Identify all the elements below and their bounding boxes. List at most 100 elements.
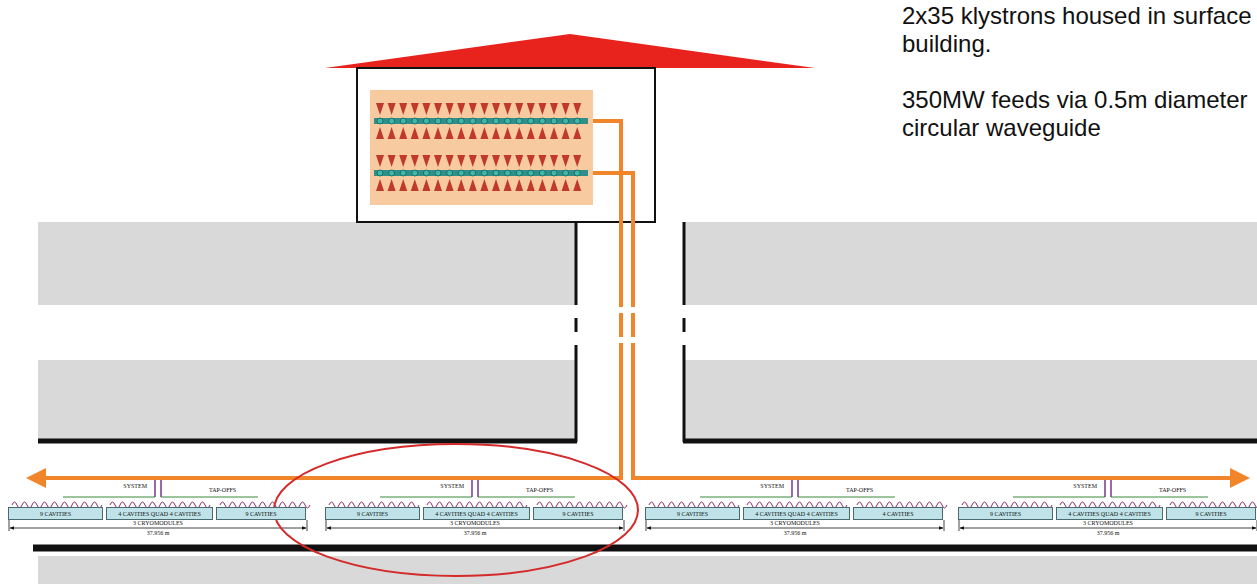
klystron-symbol: [469, 155, 477, 167]
klystron-symbol: [515, 127, 523, 139]
tapoffs-label: TAP-OFFS: [845, 487, 874, 493]
cavity-label: 4 CAVITIES QUAD 4 CAVITIES: [435, 511, 517, 517]
klystron-symbol: [447, 118, 453, 124]
klystron-symbol: [457, 127, 465, 139]
klystron-symbol: [412, 170, 418, 176]
klystron-symbol: [539, 118, 545, 124]
klystron-symbol: [446, 103, 454, 115]
klystron-symbol: [412, 118, 418, 124]
cryomodule-label: 3 CRYOMODULES: [449, 520, 501, 526]
system-tap: [792, 480, 798, 497]
dimension-tick: [959, 520, 960, 531]
dimension-label: 37.956 m: [783, 530, 808, 536]
klystron-symbol: [480, 179, 488, 191]
klystron-symbol: [492, 103, 500, 115]
klystron-symbol: [376, 127, 384, 139]
cryomodule-label: 3 CRYOMODULES: [132, 520, 184, 526]
klystron-symbol: [528, 170, 534, 176]
shaft-wall: [576, 222, 684, 442]
dimension-label: 37.956 m: [1096, 530, 1121, 536]
distribution-line: [380, 497, 575, 498]
ground-layer: [685, 222, 1257, 305]
klystron-symbol: [527, 127, 535, 139]
klystron-symbol: [480, 127, 488, 139]
cavity-box: 9 CAVITIES: [958, 507, 1053, 520]
klystron-symbol: [434, 103, 442, 115]
klystron-symbol: [446, 179, 454, 191]
cavity-label: 4 CAVITIES QUAD 4 CAVITIES: [118, 511, 200, 517]
dimension-line: [327, 528, 623, 529]
ground-layer: [38, 360, 575, 440]
cavity-box: 9 CAVITIES: [216, 507, 306, 520]
klystron-manifold: [374, 118, 588, 124]
klystron-symbol: [481, 118, 487, 124]
klystron-symbol: [538, 179, 546, 191]
cavity-box: 9 CAVITIES: [1166, 507, 1256, 520]
cavity-box: 9 CAVITIES: [8, 507, 103, 520]
klystron-symbol: [539, 170, 545, 176]
klystron-symbol: [492, 179, 500, 191]
klystron-symbol: [446, 127, 454, 139]
klystron-symbol: [492, 155, 500, 167]
klystron-rows: [374, 103, 588, 191]
klystron-symbol: [538, 127, 546, 139]
klystron-symbol: [550, 155, 558, 167]
tapoffs-label: TAP-OFFS: [208, 487, 237, 493]
klystron-symbol: [411, 179, 419, 191]
waveguide: [30, 121, 1246, 478]
klystron-symbol: [504, 179, 512, 191]
ground-layer: [38, 556, 1257, 584]
dimension-tick: [307, 520, 308, 531]
klystron-symbol: [435, 170, 441, 176]
note-text: 2x35 klystrons housed in surface buildin…: [902, 2, 1252, 58]
klystron-symbol: [423, 118, 429, 124]
distribution-line: [1013, 497, 1208, 498]
klystron-symbol: [562, 179, 570, 191]
klystron-symbol: [457, 179, 465, 191]
klystron-symbol: [470, 170, 476, 176]
klystron-symbol: [399, 127, 407, 139]
cavity-label: 9 CAVITIES: [40, 511, 71, 517]
klystron-symbol: [447, 170, 453, 176]
surface-building: [357, 68, 655, 222]
klystron-symbol: [446, 155, 454, 167]
klystron-symbol: [389, 170, 395, 176]
klystron-symbol: [411, 155, 419, 167]
klystron-symbol: [376, 103, 384, 115]
klystron-symbol: [493, 118, 499, 124]
klystron-symbol: [516, 118, 522, 124]
klystron-symbol: [551, 170, 557, 176]
klystron-symbol: [481, 170, 487, 176]
klystron-symbol: [528, 118, 534, 124]
cavity-label: 9 CAVITIES: [990, 511, 1021, 517]
dimension-line: [960, 528, 1256, 529]
cavity-label: 4 CAVITIES QUAD 4 CAVITIES: [1068, 511, 1150, 517]
klystron-symbol: [480, 155, 488, 167]
klystron-symbol: [480, 103, 488, 115]
klystron-symbol: [457, 155, 465, 167]
dimension-label: 37.956 m: [463, 530, 488, 536]
klystron-symbol: [527, 103, 535, 115]
klystron-symbol: [458, 170, 464, 176]
klystron-symbol: [515, 155, 523, 167]
klystron-symbol: [399, 103, 407, 115]
klystron-symbol: [563, 118, 569, 124]
klystron-symbol: [573, 103, 581, 115]
klystron-symbol: [388, 127, 396, 139]
klystron-symbol: [563, 170, 569, 176]
cavity-box: 4 CAVITIES QUAD 4 CAVITIES: [106, 507, 213, 520]
klystron-symbol: [538, 103, 546, 115]
cavity-label: 9 CAVITIES: [677, 511, 708, 517]
tapoffs-label: TAP-OFFS: [1158, 487, 1187, 493]
distribution-line: [700, 497, 895, 498]
cavity-box: 9 CAVITIES: [533, 507, 623, 520]
klystron-symbol: [550, 127, 558, 139]
system-tap: [472, 480, 478, 497]
klystron-symbol: [469, 127, 477, 139]
cavity-label: 9 CAVITIES: [357, 511, 388, 517]
klystron-symbol: [562, 127, 570, 139]
klystron-symbol: [504, 127, 512, 139]
klystron-symbol: [458, 118, 464, 124]
klystron-symbol: [400, 118, 406, 124]
cavity-label: 9 CAVITIES: [245, 511, 276, 517]
